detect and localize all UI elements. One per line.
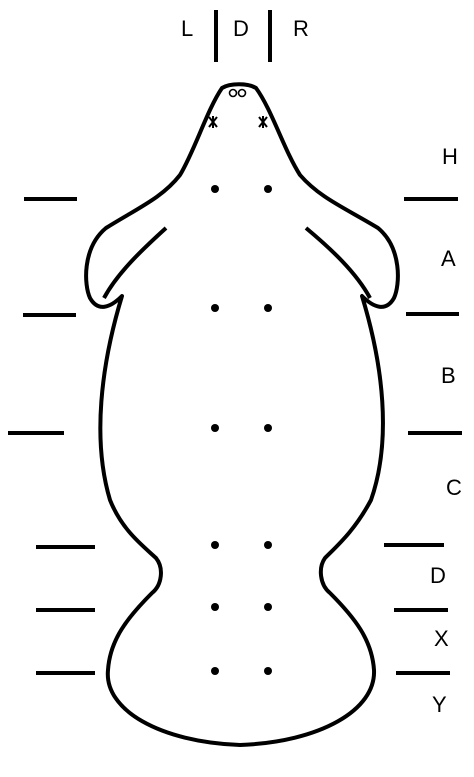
label-dorsal: D — [233, 16, 249, 41]
dot-c-right — [264, 541, 272, 549]
eye-left-icon — [209, 116, 217, 128]
dot-b-right — [264, 424, 272, 432]
eye-right-icon — [259, 116, 267, 128]
region-label-h: H — [442, 144, 458, 169]
left-flipper-inner — [104, 228, 166, 298]
region-labels: H A B C D X Y — [430, 144, 462, 717]
dot-d-right — [264, 603, 272, 611]
left-boundary-markers — [8, 199, 95, 673]
label-left: L — [181, 16, 193, 41]
region-label-b: B — [441, 363, 456, 388]
nostril-left-icon — [230, 90, 237, 97]
right-flipper-inner — [306, 228, 370, 298]
region-label-c: C — [446, 475, 462, 500]
manatee-body-outline — [86, 84, 398, 745]
nostril-right-icon — [239, 90, 246, 97]
dot-h-right — [264, 185, 272, 193]
dot-h-left — [211, 185, 219, 193]
eyes — [209, 116, 267, 128]
orientation-header: L D R — [181, 10, 309, 62]
region-label-d: D — [430, 563, 446, 588]
label-right: R — [293, 16, 309, 41]
dot-x-left — [211, 667, 219, 675]
region-label-a: A — [441, 246, 456, 271]
nostrils — [230, 90, 246, 97]
dot-a-left — [211, 304, 219, 312]
dot-d-left — [211, 603, 219, 611]
region-label-x: X — [434, 626, 449, 651]
dot-c-left — [211, 541, 219, 549]
dorsal-dots — [211, 185, 272, 675]
dot-a-right — [264, 304, 272, 312]
dot-b-left — [211, 424, 219, 432]
region-label-y: Y — [432, 692, 447, 717]
dot-x-right — [264, 667, 272, 675]
